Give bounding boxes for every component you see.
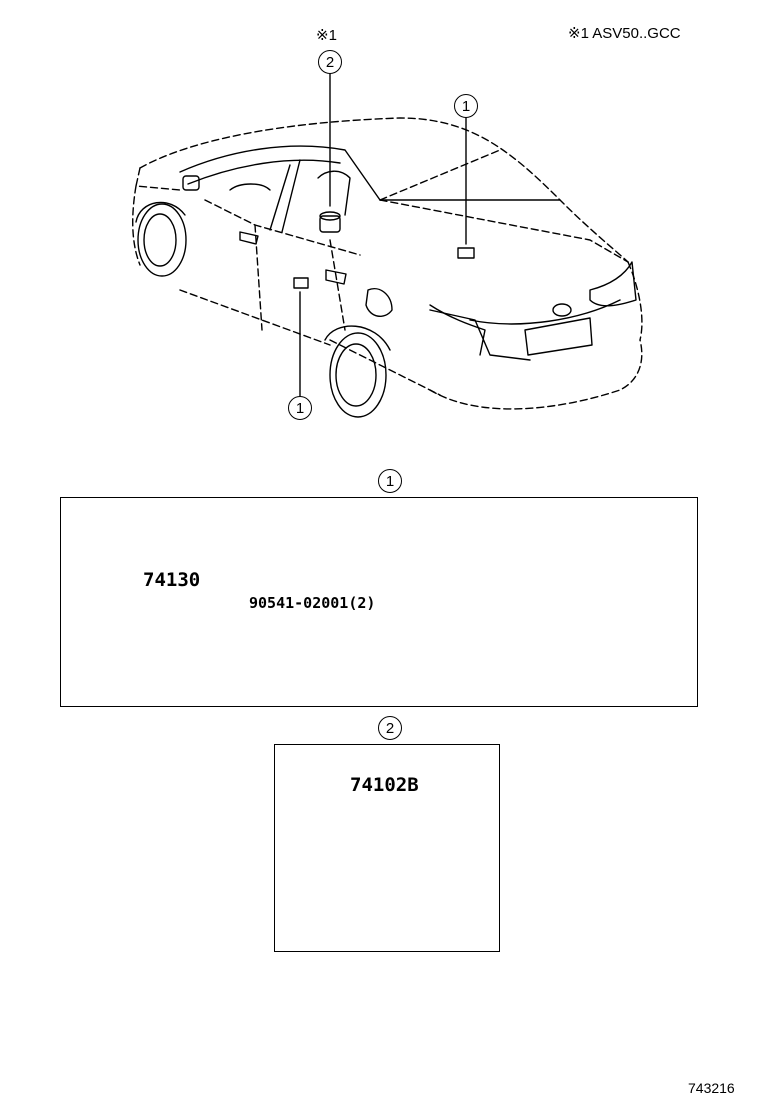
callout-1-overview-front: 1 bbox=[288, 396, 312, 420]
ashtray-location-mark bbox=[319, 211, 341, 233]
part-number-74130: 74130 bbox=[143, 569, 201, 591]
console-box-location-front bbox=[293, 277, 309, 289]
callout-1-overview-rear: 1 bbox=[454, 94, 478, 118]
panel-1-ref-badge: 1 bbox=[378, 469, 402, 493]
callout-2-overview: 2 bbox=[318, 50, 342, 74]
vehicle-outline bbox=[132, 117, 643, 410]
part-number-74102B: 74102B bbox=[350, 774, 419, 796]
console-box-location-rear bbox=[457, 247, 475, 259]
note-legend: ※1 ASV50..GCC bbox=[568, 25, 681, 42]
panel-2-frame bbox=[274, 744, 500, 952]
panel-1-frame bbox=[60, 497, 698, 707]
part-number-clip: 90541-02001(2) bbox=[249, 594, 376, 612]
illustration-code: 743216 bbox=[688, 1080, 735, 1096]
vehicle-solid-lines bbox=[135, 145, 637, 418]
note-marker: ※1 bbox=[316, 27, 337, 44]
panel-2-ref-badge: 2 bbox=[378, 716, 402, 740]
